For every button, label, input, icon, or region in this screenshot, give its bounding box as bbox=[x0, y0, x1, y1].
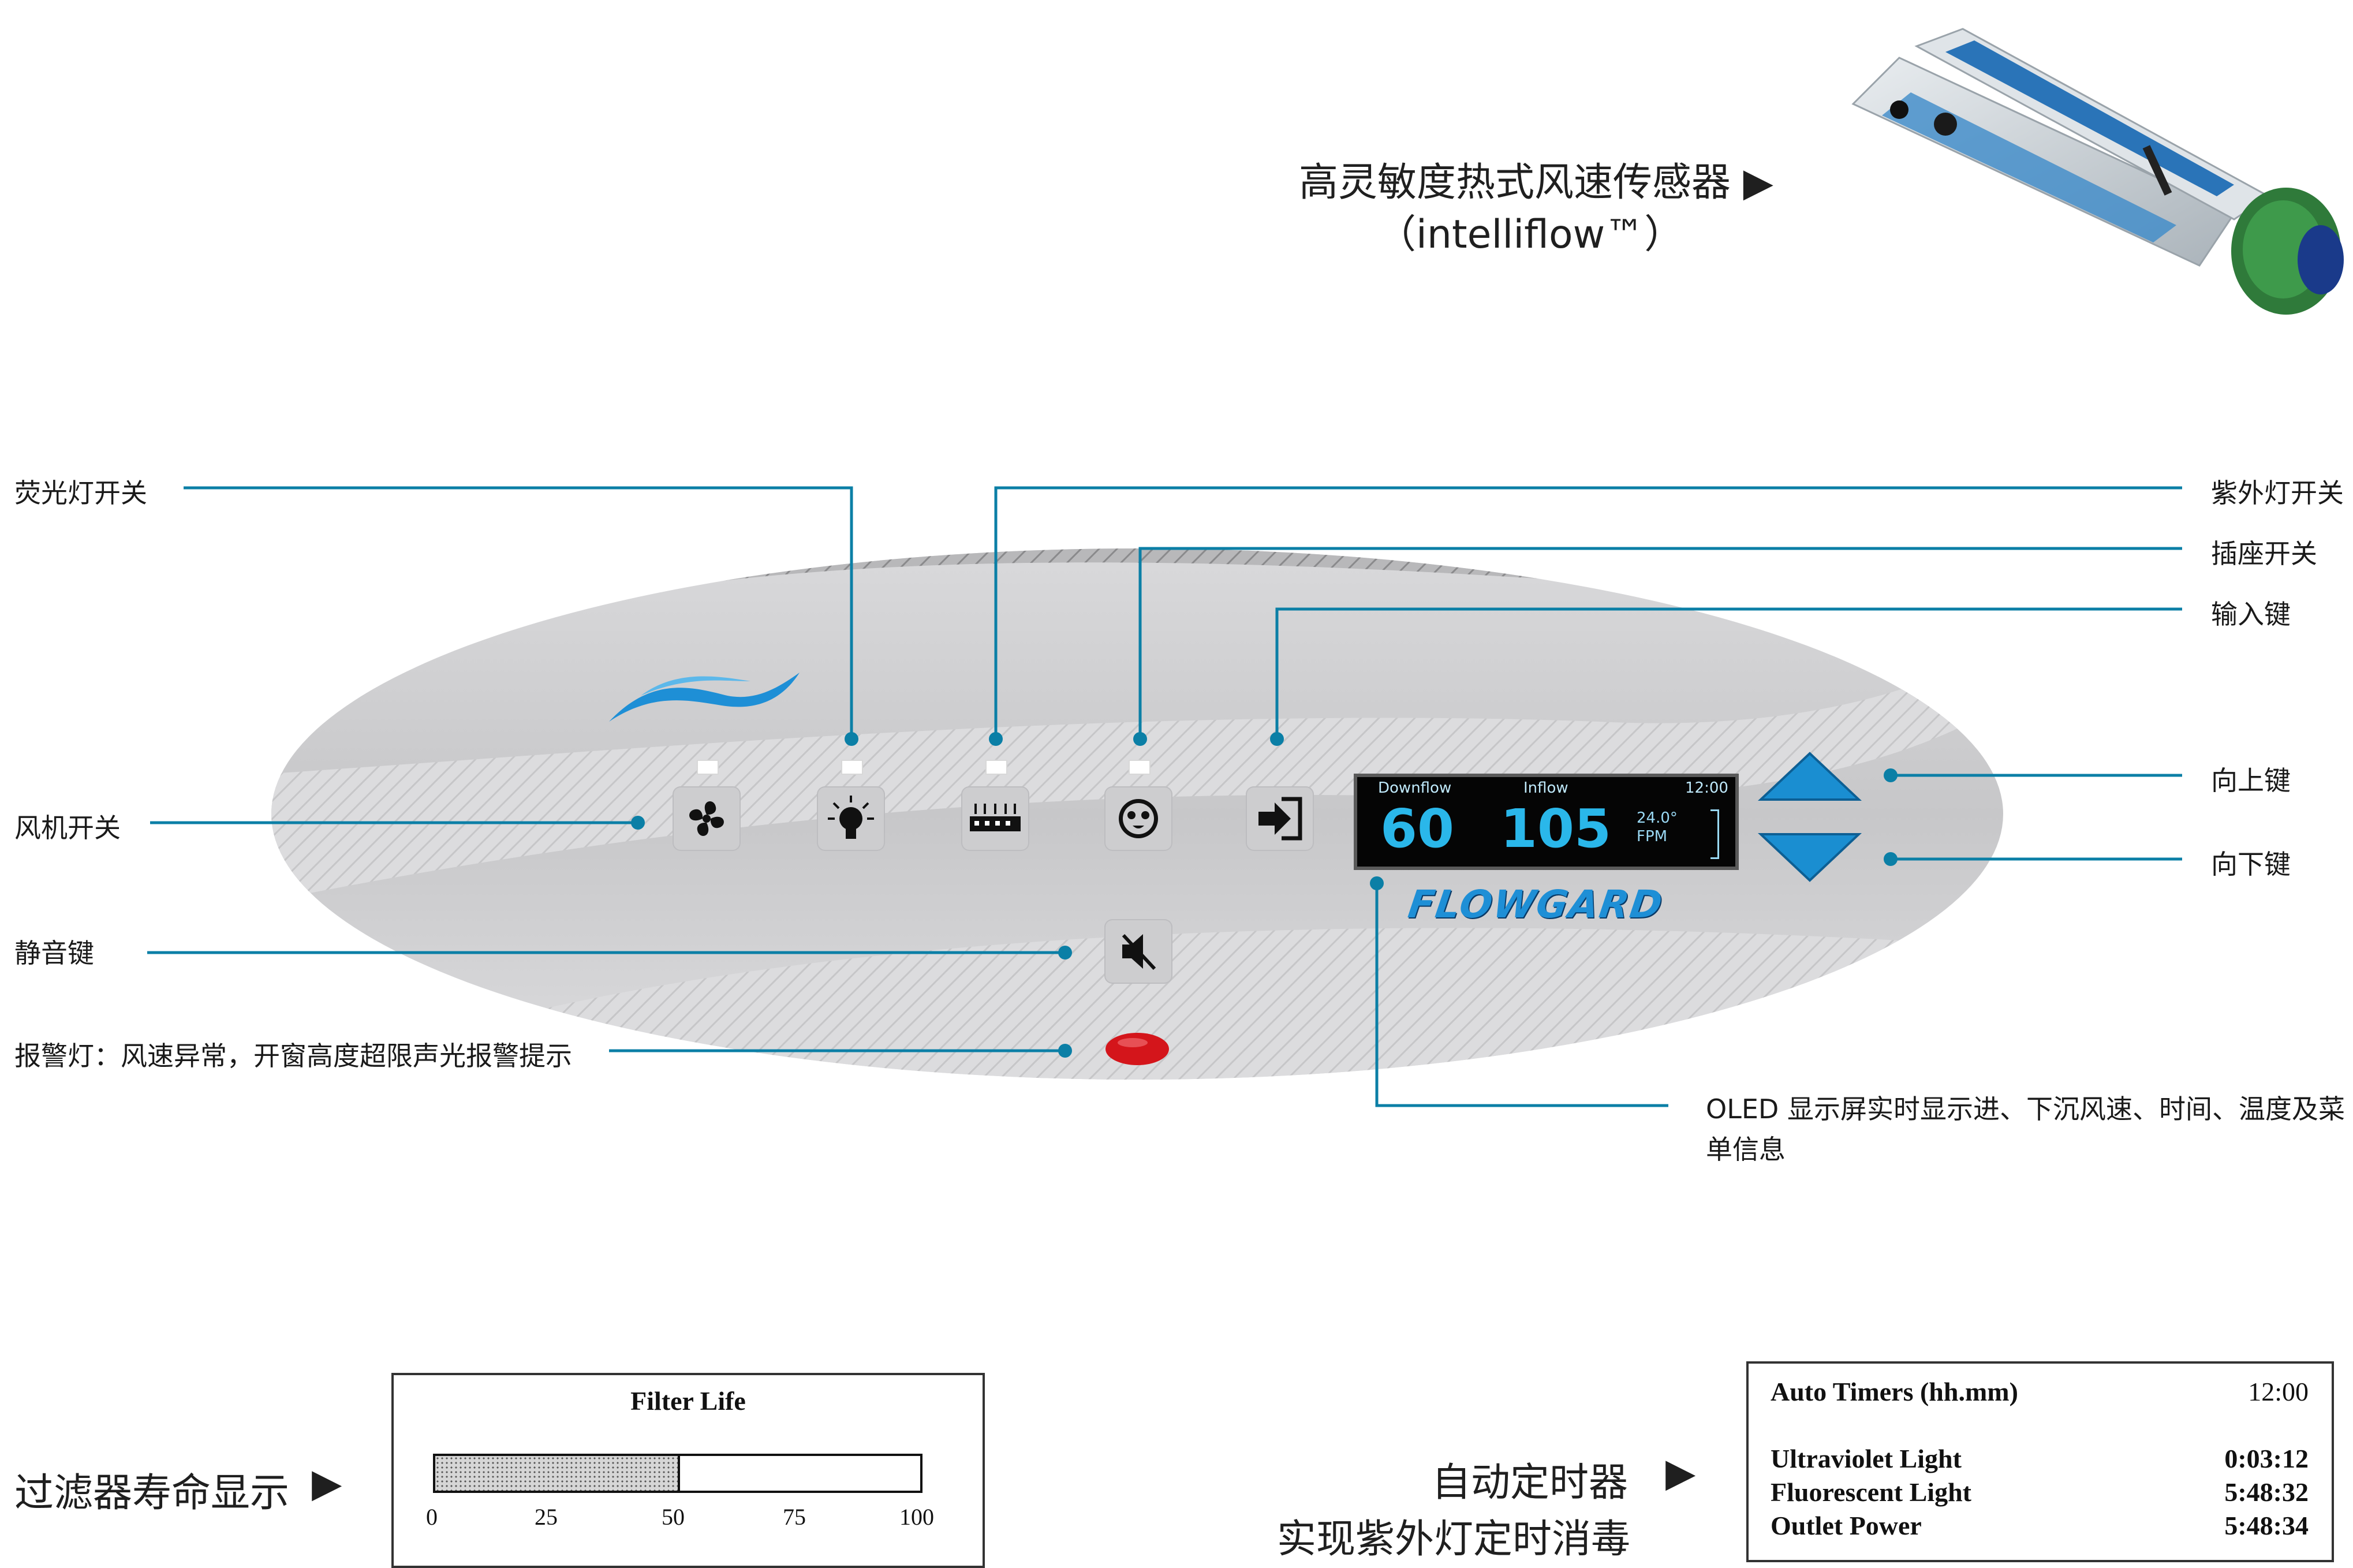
callout-oled-line1: OLED 显示屏实时显示进、下沉风速、时间、温度及菜 bbox=[1706, 1093, 2345, 1125]
fan-button[interactable] bbox=[673, 786, 741, 851]
inflow-value: 105 bbox=[1500, 798, 1612, 860]
temperature-readout: 24.0° bbox=[1637, 809, 1678, 827]
scale-bracket bbox=[1710, 809, 1719, 859]
socket-button[interactable] bbox=[1104, 786, 1172, 851]
timer-row-name: Fluorescent Light bbox=[1771, 1477, 1971, 1507]
callout-socket: 插座开关 bbox=[2211, 538, 2317, 569]
down-arrow-icon[interactable] bbox=[1758, 831, 1862, 883]
fan-icon bbox=[689, 801, 724, 836]
callout-uv: 紫外灯开关 bbox=[2211, 477, 2344, 509]
uv-button[interactable] bbox=[961, 786, 1029, 851]
filter-tick-100: 100 bbox=[899, 1504, 934, 1530]
downflow-label: Downflow bbox=[1378, 779, 1452, 797]
wave-logo-icon bbox=[609, 673, 800, 722]
socket-led bbox=[1129, 760, 1151, 775]
timer-row-value: 5:48:32 bbox=[2224, 1477, 2309, 1507]
sensor-subtitle: （intelliflow™） bbox=[1377, 212, 1684, 257]
timer-row-outlet: Outlet Power 5:48:34 bbox=[1771, 1510, 2309, 1541]
filter-life-caption: 过滤器寿命显示 bbox=[14, 1470, 290, 1516]
timer-row-uv: Ultraviolet Light 0:03:12 bbox=[1771, 1443, 2309, 1474]
filter-life-box: Filter Life 0 25 50 75 100 bbox=[391, 1373, 985, 1568]
socket-icon bbox=[1119, 799, 1158, 838]
callout-oled-line2: 单信息 bbox=[1706, 1134, 1786, 1165]
filter-tick-0: 0 bbox=[426, 1504, 438, 1530]
filter-life-bar bbox=[433, 1454, 922, 1493]
mute-icon bbox=[1122, 934, 1156, 970]
fluorescent-led bbox=[841, 760, 863, 775]
filter-tick-25: 25 bbox=[535, 1504, 558, 1530]
timer-row-name: Outlet Power bbox=[1771, 1511, 1922, 1540]
filter-life-fill bbox=[435, 1456, 680, 1491]
callout-fan: 风机开关 bbox=[14, 812, 121, 843]
unit-readout: FPM bbox=[1637, 828, 1668, 845]
enter-icon bbox=[1258, 797, 1302, 841]
callout-enter: 输入键 bbox=[2211, 599, 2291, 630]
callout-up: 向上键 bbox=[2211, 765, 2291, 796]
sensor-title: 高灵敏度热式风速传感器 ▶ bbox=[1299, 160, 1773, 206]
callout-alarm: 报警灯：风速异常，开窗高度超限声光报警提示 bbox=[14, 1040, 572, 1072]
filter-tick-50: 50 bbox=[662, 1504, 685, 1530]
auto-timers-clock: 12:00 bbox=[2248, 1377, 2309, 1406]
timer-row-value: 0:03:12 bbox=[2224, 1444, 2309, 1473]
uv-lamp-icon bbox=[970, 804, 1021, 831]
sensor-image bbox=[1851, 28, 2344, 315]
clock-readout: 12:00 bbox=[1685, 779, 1728, 797]
callout-mute: 静音键 bbox=[14, 938, 94, 969]
up-arrow-icon[interactable] bbox=[1758, 751, 1862, 802]
downflow-value: 60 bbox=[1380, 798, 1455, 860]
timer-row-name: Ultraviolet Light bbox=[1771, 1444, 1962, 1473]
uv-led bbox=[985, 760, 1007, 775]
callout-fluorescent: 荧光灯开关 bbox=[14, 477, 147, 509]
alarm-light bbox=[1105, 1033, 1169, 1065]
filter-arrow-icon: ▶ bbox=[312, 1461, 342, 1506]
oled-display: Downflow Inflow 12:00 60 105 24.0° FPM bbox=[1354, 774, 1739, 870]
timer-arrow-icon: ▶ bbox=[1665, 1450, 1696, 1496]
timer-caption-line1: 自动定时器 bbox=[1432, 1460, 1629, 1506]
enter-button[interactable] bbox=[1246, 786, 1314, 851]
auto-timers-header: Auto Timers (hh.mm) bbox=[1771, 1377, 2018, 1406]
fluorescent-button[interactable] bbox=[817, 786, 885, 851]
fan-led bbox=[697, 760, 719, 775]
bulb-icon bbox=[828, 796, 874, 839]
filter-life-title: Filter Life bbox=[630, 1386, 746, 1416]
timer-row-fluorescent: Fluorescent Light 5:48:32 bbox=[1771, 1477, 2309, 1507]
callout-down: 向下键 bbox=[2211, 849, 2291, 880]
mute-button[interactable] bbox=[1104, 919, 1172, 984]
auto-timers-box: Auto Timers (hh.mm) 12:00 Ultraviolet Li… bbox=[1746, 1361, 2334, 1562]
timer-row-value: 5:48:34 bbox=[2224, 1511, 2309, 1540]
inflow-label: Inflow bbox=[1523, 779, 1568, 797]
filter-tick-75: 75 bbox=[783, 1504, 806, 1530]
timer-caption-line2: 实现紫外灯定时消毒 bbox=[1277, 1517, 1631, 1562]
